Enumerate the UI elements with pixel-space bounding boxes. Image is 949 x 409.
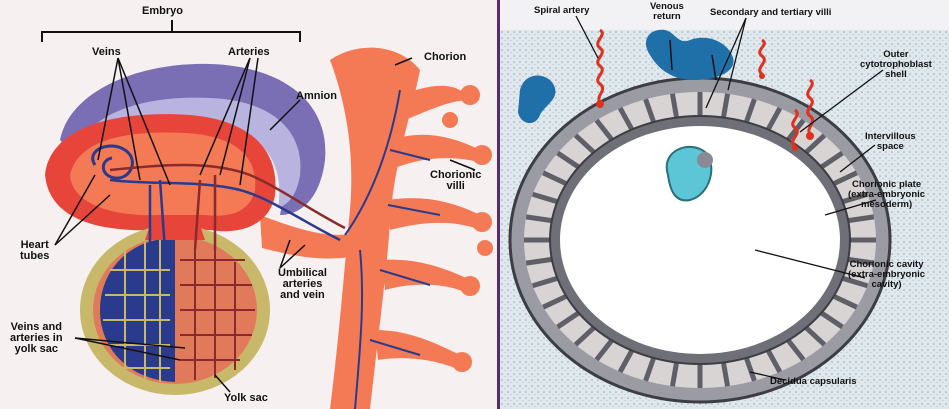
label-chorion: Chorion — [424, 52, 466, 63]
label-arteries: Arteries — [228, 47, 270, 58]
label-embryo: Embryo — [142, 6, 183, 17]
embryo-circulation-panel: Embryo Veins Arteries Amnion Chorion Cho… — [0, 0, 500, 409]
label-secondary-tertiary-villi: Secondary and tertiary villi — [710, 8, 831, 18]
label-yolk-sac: Yolk sac — [224, 393, 268, 404]
label-venous-return: Venous return — [650, 2, 684, 22]
embryo-bracket — [42, 32, 300, 42]
label-chorionic-plate: Chorionic plate (extra-embryonic mesoder… — [848, 180, 925, 210]
label-spiral-artery: Spiral artery — [534, 6, 589, 16]
yolk-vesicle — [697, 152, 713, 168]
label-decidua-capsularis: Decidua capsularis — [770, 377, 857, 387]
placenta-villi-panel: Spiral artery Venous return Secondary an… — [500, 0, 949, 409]
label-intervillous-space: Intervillous space — [865, 132, 916, 152]
label-umbilical-arteries-vein: Umbilical arteries and vein — [278, 268, 327, 301]
label-veins: Veins — [92, 47, 121, 58]
umbilical-stalk — [260, 215, 362, 259]
label-chorionic-villi: Chorionic villi — [430, 170, 481, 192]
label-outer-cytotrophoblast-shell: Outer cytotrophoblast shell — [860, 50, 932, 80]
label-heart-tubes: Heart tubes — [20, 240, 49, 262]
label-amnion: Amnion — [296, 91, 337, 102]
label-chorionic-cavity: Chorionic cavity (extra-embryonic cavity… — [848, 260, 925, 290]
label-yolk-sac-vessels: Veins and arteries in yolk sac — [10, 322, 63, 355]
